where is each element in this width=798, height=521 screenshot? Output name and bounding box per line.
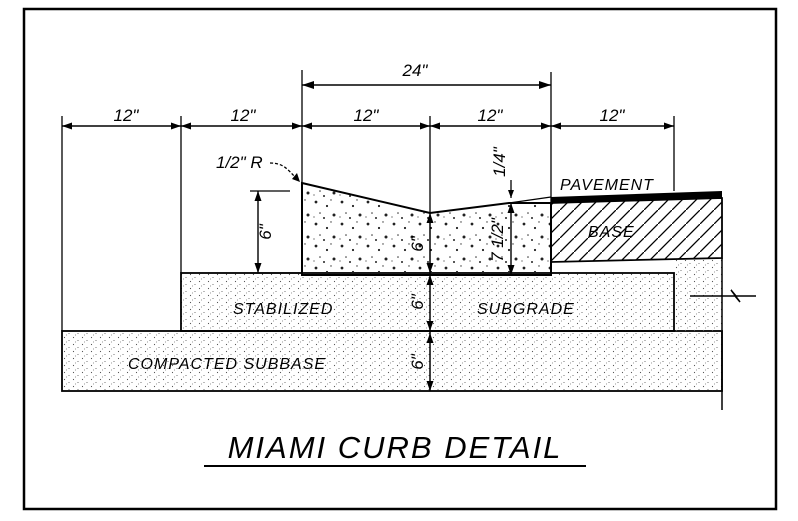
stabilized-label: STABILIZED bbox=[233, 301, 333, 318]
subbase-label: COMPACTED SUBBASE bbox=[128, 356, 326, 373]
curb-height-label: 6" bbox=[256, 223, 275, 239]
base-label: BASE bbox=[588, 224, 635, 241]
break-symbol bbox=[690, 289, 756, 303]
dim-seg-3-label: 12" bbox=[354, 106, 380, 125]
subgrade-label: SUBGRADE bbox=[477, 301, 575, 318]
dim-24-label: 24" bbox=[402, 61, 429, 80]
stabilized-thickness-label: 6" bbox=[408, 293, 427, 309]
base-course bbox=[550, 197, 723, 263]
dim-seg-1-label: 12" bbox=[114, 106, 140, 125]
drawing-title: MIAMI CURB DETAIL bbox=[228, 430, 563, 465]
center-depth-label: 6" bbox=[408, 235, 427, 251]
dim-seg-5-label: 12" bbox=[600, 106, 626, 125]
radius-leader bbox=[269, 162, 297, 179]
quarter-inch-label: 1/4" bbox=[490, 146, 509, 177]
curb-gutter-section bbox=[301, 181, 552, 276]
gutter-depth-label: 7 1/2" bbox=[488, 217, 507, 262]
pavement-label: PAVEMENT bbox=[560, 177, 654, 194]
dim-seg-2-label: 12" bbox=[231, 106, 257, 125]
existing-soil-zone bbox=[674, 258, 722, 332]
dim-seg-4-label: 12" bbox=[478, 106, 504, 125]
pavement-lip-line bbox=[508, 196, 552, 204]
radius-label: 1/2" R bbox=[216, 153, 263, 172]
sheet-border bbox=[22, 7, 778, 511]
subbase-thickness-label: 6" bbox=[408, 353, 427, 369]
pavement-layer bbox=[551, 191, 722, 203]
